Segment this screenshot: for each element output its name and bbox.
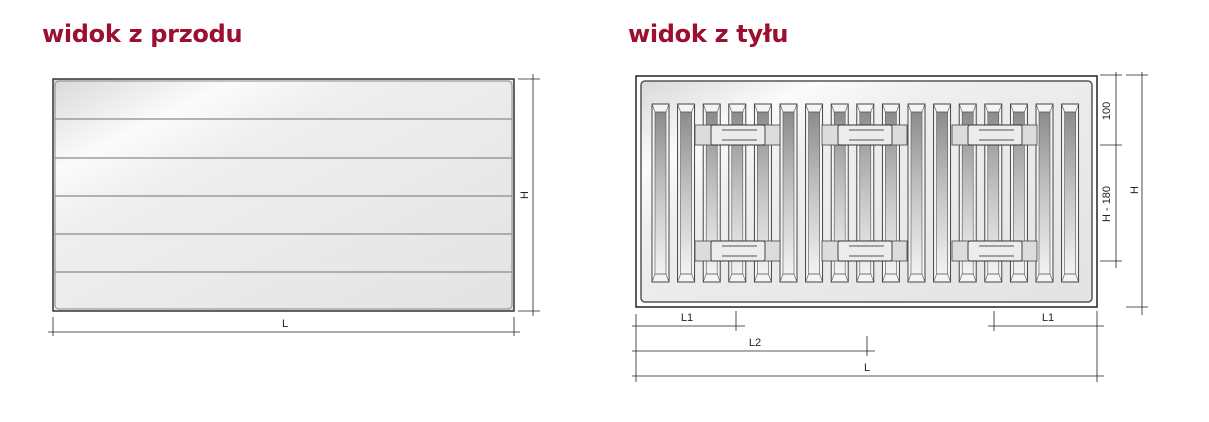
convector-fin xyxy=(677,103,696,283)
convector-fin xyxy=(728,103,747,283)
back-horizontal-dimensions xyxy=(632,311,1104,382)
mounting-bracket xyxy=(821,124,908,146)
l2-label: L2 xyxy=(749,337,761,349)
bracket-spacing-label: H - 180 xyxy=(1101,186,1113,222)
front-width-dimension xyxy=(48,317,520,336)
front-height-dimension xyxy=(518,74,540,316)
convector-fin xyxy=(1035,103,1054,283)
mounting-bracket xyxy=(694,124,781,146)
convector-fin xyxy=(907,103,926,283)
front-width-label: L xyxy=(282,318,288,330)
convector-fin xyxy=(805,103,824,283)
mounting-bracket xyxy=(951,124,1038,146)
convector-fin xyxy=(779,103,798,283)
convector-fin xyxy=(651,103,670,283)
l1-right-label: L1 xyxy=(1042,312,1054,324)
convector-fin xyxy=(856,103,875,283)
convector-fin xyxy=(702,103,721,283)
back-view-title: widok z tyłu xyxy=(628,20,789,48)
convector-fin xyxy=(881,103,900,283)
back-length-label: L xyxy=(864,362,870,374)
back-vertical-dimensions xyxy=(1100,72,1148,315)
mounting-bracket xyxy=(694,240,781,262)
back-height-label: H xyxy=(1129,186,1141,194)
convector-fin xyxy=(830,103,849,283)
convector-fin xyxy=(1009,103,1028,283)
convector-fin xyxy=(984,103,1003,283)
convector-fin xyxy=(753,103,772,283)
convector-fin xyxy=(1061,103,1080,283)
front-view-title: widok z przodu xyxy=(42,20,243,48)
mounting-bracket xyxy=(821,240,908,262)
mounting-bracket xyxy=(951,240,1038,262)
convector-fin xyxy=(933,103,952,283)
l1-left-label: L1 xyxy=(681,312,693,324)
front-radiator xyxy=(52,78,515,312)
convector-fin xyxy=(958,103,977,283)
top-offset-label: 100 xyxy=(1101,102,1113,120)
back-radiator xyxy=(635,75,1098,308)
front-height-label: H xyxy=(519,191,531,199)
